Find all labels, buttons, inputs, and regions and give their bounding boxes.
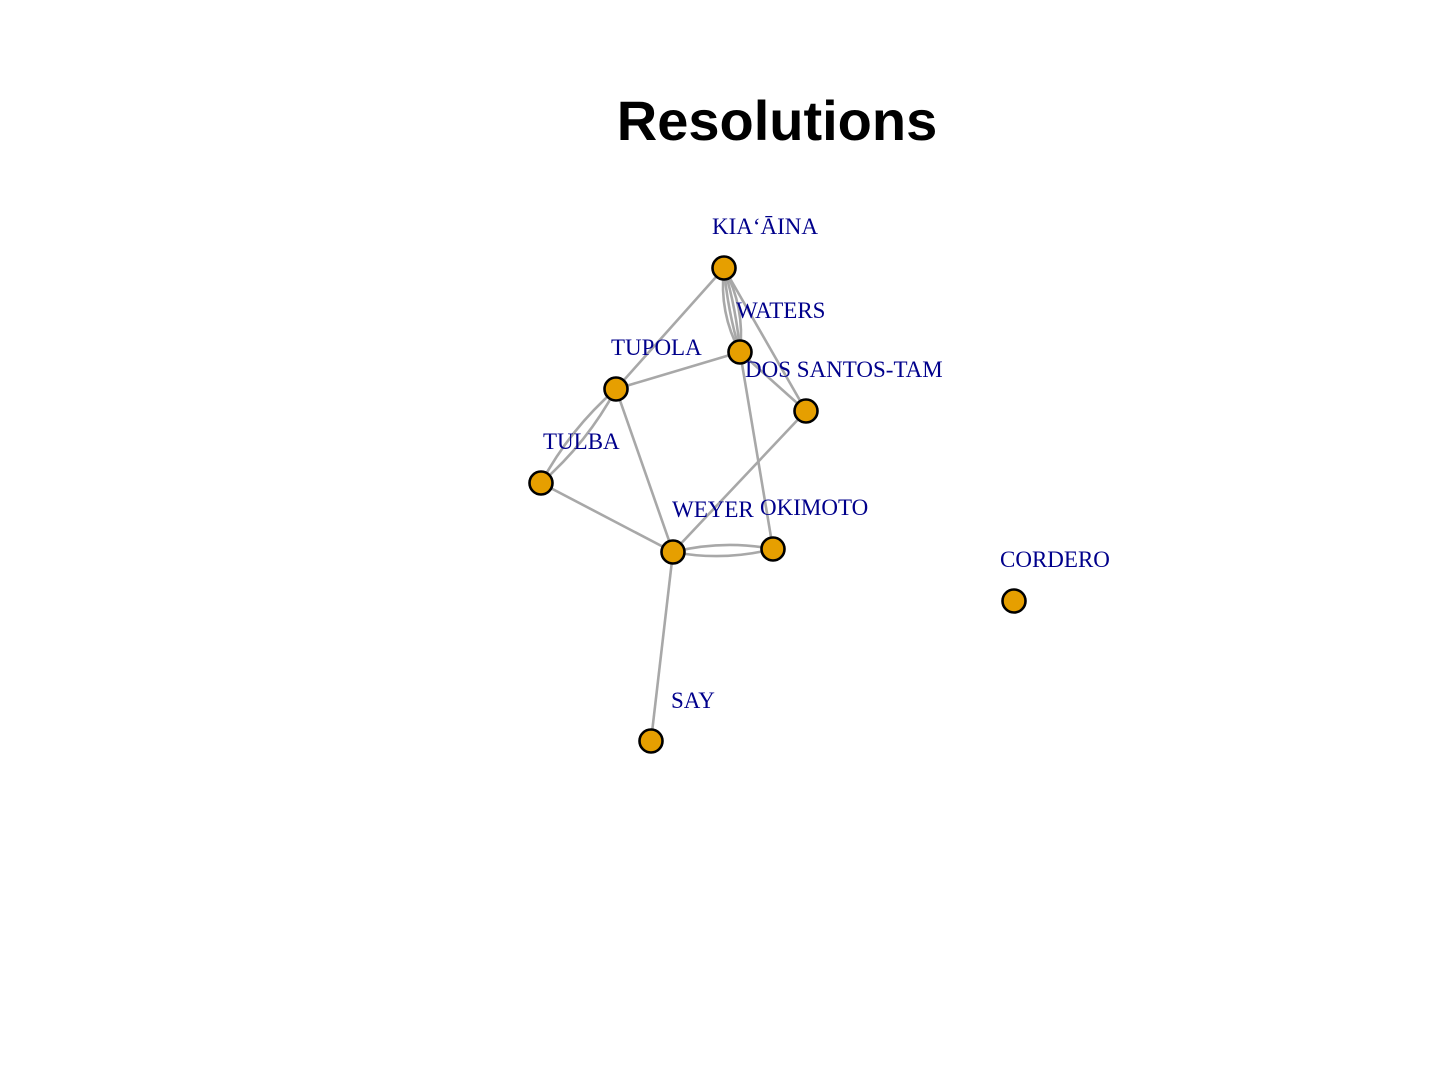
node-kiaaina [711, 255, 737, 281]
node-label-say: SAY [671, 688, 715, 713]
node-label-dos_santos_tam: DOS SANTOS-TAM [745, 357, 943, 382]
node-say [638, 728, 664, 754]
edge-waters-okimoto [738, 351, 775, 550]
node-label-weyer: WEYER [672, 497, 754, 522]
edge-weyer-okimoto [672, 547, 774, 558]
node-label-tulba: TULBA [543, 429, 620, 454]
node-layer [528, 255, 1027, 754]
node-tulba [528, 470, 554, 496]
node-label-cordero: CORDERO [1000, 547, 1110, 572]
edge-tupola-weyer [614, 388, 675, 553]
edge-dos_santos_tam-weyer [672, 410, 807, 553]
edge-weyer-okimoto [672, 543, 774, 554]
edge-kiaaina-dos_santos_tam [722, 267, 808, 412]
edge-tupola-waters [615, 350, 741, 391]
edge-kiaaina-tupola [615, 267, 725, 390]
edge-tulba-weyer [540, 481, 674, 554]
node-weyer [660, 539, 686, 565]
node-dos_santos_tam [793, 398, 819, 424]
node-label-tupola: TUPOLA [611, 335, 702, 360]
node-label-okimoto: OKIMOTO [760, 495, 868, 520]
edge-tupola-tulba [540, 388, 618, 484]
node-tupola [603, 376, 629, 402]
graph-title: Resolutions [617, 89, 937, 152]
label-layer: KIAʻĀINA WATERS TUPOLA DOS SANTOS-TAM TULBA W… [543, 214, 1110, 713]
node-waters [727, 339, 753, 365]
edge-tupola-tulba [539, 388, 617, 484]
node-okimoto [760, 536, 786, 562]
node-label-kiaaina: KIAʻĀINA [712, 214, 818, 239]
node-label-waters: WATERS [736, 298, 825, 323]
edge-weyer-say [649, 551, 675, 742]
node-cordero [1001, 588, 1027, 614]
